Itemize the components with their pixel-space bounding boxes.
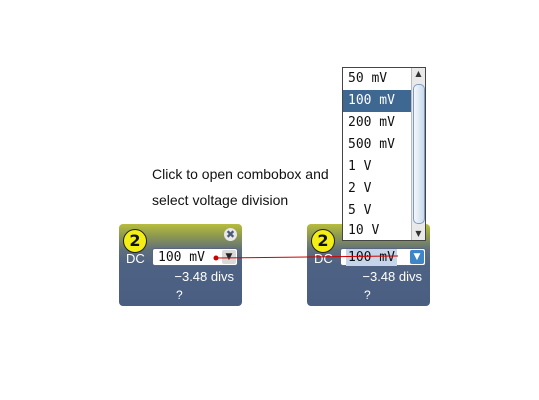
instruction-caption: Click to open combobox and select voltag… xyxy=(152,161,329,213)
dropdown-option[interactable]: 5 V xyxy=(348,203,372,218)
coupling-label[interactable]: DC xyxy=(314,251,333,266)
caption-line-1: Click to open combobox and xyxy=(152,166,329,182)
dropdown-option[interactable]: 200 mV xyxy=(348,115,395,130)
channel-2-panel-closed: 2 ✖ DC 100 mV ▼ −3.48 divs ? xyxy=(119,224,242,306)
dropdown-option[interactable]: 10 V xyxy=(348,223,380,238)
coupling-label[interactable]: DC xyxy=(126,251,145,266)
chevron-down-icon[interactable]: ▼ xyxy=(222,250,236,264)
combobox-value: 100 mV xyxy=(346,249,397,266)
dropdown-scrollbar[interactable]: ▲ ▼ xyxy=(411,68,425,240)
dropdown-option[interactable]: 500 mV xyxy=(348,137,395,152)
dropdown-option-selected[interactable]: 100 mV xyxy=(343,90,412,112)
chevron-down-icon[interactable]: ▼ xyxy=(410,250,424,264)
channel-number-badge: 2 xyxy=(311,229,335,253)
dropdown-option[interactable]: 1 V xyxy=(348,159,372,174)
channel-number-badge: 2 xyxy=(123,229,147,253)
voltage-division-combobox-open[interactable]: 100 mV ▼ xyxy=(340,248,426,266)
scroll-up-icon[interactable]: ▲ xyxy=(415,69,422,78)
combobox-value: 100 mV xyxy=(158,250,205,265)
probe-readout: ? xyxy=(364,288,371,302)
close-icon[interactable]: ✖ xyxy=(224,228,237,241)
dropdown-option[interactable]: 50 mV xyxy=(348,71,388,86)
dropdown-option[interactable]: 2 V xyxy=(348,181,372,196)
voltage-division-combobox[interactable]: 100 mV ▼ xyxy=(152,248,238,266)
scrollbar-thumb[interactable] xyxy=(413,84,425,224)
voltage-dropdown-list[interactable]: 50 mV 100 mV 200 mV 500 mV 1 V 2 V 5 V 1… xyxy=(342,67,426,241)
probe-readout: ? xyxy=(176,288,183,302)
offset-readout: −3.48 divs xyxy=(174,269,234,284)
scroll-down-icon[interactable]: ▼ xyxy=(415,229,422,238)
caption-line-2: select voltage division xyxy=(152,192,289,208)
offset-readout: −3.48 divs xyxy=(362,269,422,284)
